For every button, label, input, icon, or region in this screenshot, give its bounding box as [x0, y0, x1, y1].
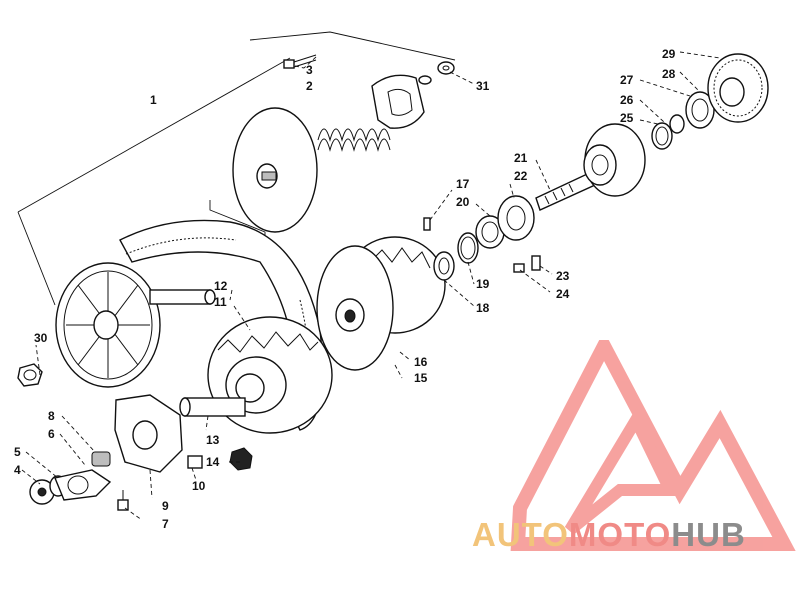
leader-25	[639, 119, 659, 125]
label-24: 24	[556, 287, 570, 301]
part-31-cap	[418, 61, 455, 85]
label-15: 15	[414, 371, 428, 385]
label-25: 25	[620, 111, 634, 125]
leader-31	[449, 71, 475, 85]
bracket-line-right	[249, 31, 456, 61]
leader-4	[21, 469, 41, 485]
label-28: 28	[662, 67, 676, 81]
leader-27	[639, 79, 691, 97]
part-2-3-screw	[283, 54, 317, 69]
leader-17	[429, 189, 453, 221]
leader-15	[394, 364, 403, 379]
leader-24	[519, 269, 551, 293]
part-19-ring	[457, 232, 479, 264]
label-27: 27	[620, 73, 634, 87]
label-1: 1	[150, 93, 157, 107]
part-14-nut	[229, 447, 253, 471]
label-3: 3	[306, 63, 313, 77]
label-20: 20	[456, 195, 470, 209]
label-6: 6	[48, 427, 55, 441]
leader-9	[149, 469, 153, 499]
label-29: 29	[662, 47, 676, 61]
label-14: 14	[206, 455, 220, 469]
label-16: 16	[414, 355, 428, 369]
part-8-bushing	[91, 451, 111, 467]
part-18-ring	[433, 251, 455, 281]
part-15-16-sheave-right	[316, 236, 446, 371]
stationary-sheave-left	[55, 262, 216, 388]
part-4-seal	[29, 479, 55, 505]
part-29-gear	[707, 53, 769, 123]
label-13: 13	[206, 433, 220, 447]
sheave-disc-top	[232, 107, 318, 233]
leader-21	[535, 159, 551, 191]
label-23: 23	[556, 269, 570, 283]
leader-23	[539, 265, 553, 275]
label-7: 7	[162, 517, 169, 531]
bracket-line-left	[17, 211, 56, 306]
part-6-plate	[54, 469, 112, 501]
label-4: 4	[14, 463, 21, 477]
label-21: 21	[514, 151, 528, 165]
leader-3	[303, 56, 317, 69]
label-31: 31	[476, 79, 490, 93]
leader-16	[399, 351, 411, 361]
watermark-logo-icon	[510, 340, 796, 551]
part-10-nut	[187, 455, 203, 469]
leader-7	[124, 507, 143, 521]
part-11-clutch-body	[179, 316, 333, 434]
part-22-bearing	[497, 195, 535, 241]
leader-13	[205, 415, 209, 431]
watermark-text-moto: MOTO	[568, 516, 672, 553]
part-26-ring	[651, 122, 673, 150]
label-8: 8	[48, 409, 55, 423]
leader-30	[35, 344, 41, 376]
label-9: 9	[162, 499, 169, 513]
label-5: 5	[14, 445, 21, 459]
leader-29	[679, 51, 721, 59]
part-30-nut	[17, 363, 43, 387]
watermark-text-auto: AUTO	[472, 516, 569, 553]
bracket-line-top	[17, 57, 291, 213]
label-18: 18	[476, 301, 490, 315]
leader-8	[61, 415, 96, 453]
leader-20	[475, 203, 491, 217]
leader-28	[679, 71, 701, 93]
label-11: 11	[214, 295, 227, 309]
part-7-screw	[117, 490, 129, 511]
label-12: 12	[214, 279, 228, 293]
part-25-ring	[669, 114, 685, 134]
watermark-text-hub: HUB	[671, 516, 746, 553]
cam-housing	[371, 74, 425, 129]
part-17-pin	[423, 217, 431, 231]
label-26: 26	[620, 93, 634, 107]
label-22: 22	[514, 169, 528, 183]
leader-2	[294, 65, 305, 69]
leader-19	[467, 261, 475, 285]
right-hub	[583, 123, 646, 197]
leader-11	[233, 305, 251, 331]
label-2: 2	[306, 79, 313, 93]
part-9-spider	[114, 394, 183, 473]
watermark-text: AUTOMOTOHUB	[472, 516, 746, 554]
leader-6	[59, 433, 86, 466]
leader-22	[509, 183, 515, 199]
leader-18	[443, 279, 475, 307]
label-17: 17	[456, 177, 470, 191]
leader-26	[639, 99, 665, 123]
part-23-24-bolt	[513, 255, 541, 273]
leader-5	[25, 451, 59, 479]
part-20-bearing	[475, 215, 505, 249]
label-10: 10	[192, 479, 206, 493]
clutch-spring	[317, 128, 391, 152]
label-30: 30	[34, 331, 48, 345]
label-19: 19	[476, 277, 490, 291]
leader-10	[191, 467, 197, 481]
leader-12	[229, 289, 233, 301]
